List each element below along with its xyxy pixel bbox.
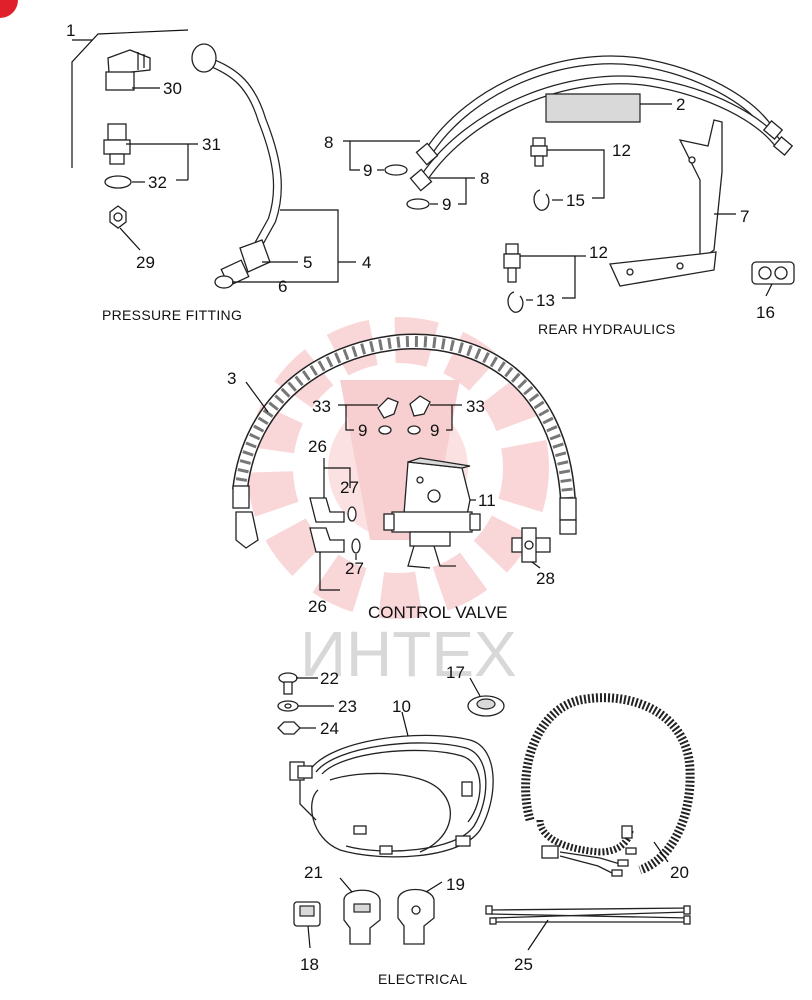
o-ring-27a bbox=[347, 506, 357, 522]
callout-9a: 9 bbox=[363, 161, 372, 180]
callout-22: 22 bbox=[320, 669, 339, 688]
callout-10: 10 bbox=[392, 697, 411, 716]
callout-27b: 27 bbox=[345, 559, 364, 578]
callout-8a: 8 bbox=[324, 133, 333, 152]
callout-8b: 8 bbox=[480, 169, 489, 188]
callout-2: 2 bbox=[676, 95, 685, 114]
wire-harness-10 bbox=[289, 734, 494, 858]
callout-25: 25 bbox=[514, 955, 533, 974]
control-valve-11 bbox=[383, 457, 481, 569]
retaining-ring-15 bbox=[533, 189, 550, 211]
callout-1: 1 bbox=[66, 21, 75, 40]
corner-badge bbox=[0, 0, 18, 18]
callout-33b: 33 bbox=[466, 397, 485, 416]
callout-33a: 33 bbox=[312, 397, 331, 416]
elbow-33a bbox=[377, 397, 399, 419]
elbow-fitting-30 bbox=[105, 49, 151, 91]
callout-21: 21 bbox=[304, 863, 323, 882]
callout-12a: 12 bbox=[612, 141, 631, 160]
callout-32: 32 bbox=[148, 173, 167, 192]
callout-28: 28 bbox=[536, 569, 555, 588]
callout-5: 5 bbox=[303, 253, 312, 272]
callout-18: 18 bbox=[300, 955, 319, 974]
watermark-text: ИНТЕХ bbox=[300, 618, 517, 690]
screw-22 bbox=[278, 672, 298, 695]
coiled-harness-20 bbox=[521, 693, 695, 877]
callout-30: 30 bbox=[163, 79, 182, 98]
section-pressure-fitting: PRESSURE FITTING bbox=[102, 307, 242, 323]
connector-21 bbox=[343, 889, 381, 945]
callout-24: 24 bbox=[320, 719, 339, 738]
callout-4: 4 bbox=[362, 253, 371, 272]
callout-17: 17 bbox=[446, 663, 465, 682]
callout-31: 31 bbox=[202, 135, 221, 154]
callout-9b: 9 bbox=[442, 195, 451, 214]
coupler-12b bbox=[503, 243, 521, 283]
callout-23: 23 bbox=[338, 697, 357, 716]
callout-7: 7 bbox=[740, 207, 749, 226]
adapter-fitting-31 bbox=[103, 123, 131, 165]
grommet-17 bbox=[467, 695, 505, 717]
callout-20: 20 bbox=[670, 863, 689, 882]
o-ring-9b bbox=[406, 198, 430, 210]
bracket-7 bbox=[609, 119, 723, 287]
callout-9d: 9 bbox=[430, 421, 439, 440]
o-ring-9a bbox=[384, 164, 408, 176]
callout-13: 13 bbox=[536, 291, 555, 310]
pressure-tube-4 bbox=[191, 43, 282, 289]
tee-fitting-28 bbox=[511, 527, 551, 563]
callout-26b: 26 bbox=[308, 597, 327, 616]
callout-26a: 26 bbox=[308, 437, 327, 456]
callout-9c: 9 bbox=[358, 421, 367, 440]
decal-2 bbox=[545, 93, 641, 123]
callout-3: 3 bbox=[227, 369, 236, 388]
connector-18 bbox=[293, 901, 321, 927]
plug-16 bbox=[751, 261, 795, 285]
nut-24 bbox=[277, 721, 301, 735]
rear-hydraulics-group: 8 9 8 9 2 12 15 12 bbox=[324, 55, 795, 337]
o-ring-27b bbox=[351, 538, 361, 554]
callout-11: 11 bbox=[478, 491, 496, 510]
callout-29: 29 bbox=[136, 253, 155, 272]
section-electrical: ELECTRICAL bbox=[378, 971, 467, 987]
callout-6: 6 bbox=[278, 277, 287, 296]
elbow-26a bbox=[309, 497, 345, 523]
coupler-12a bbox=[530, 137, 548, 167]
elbow-26b bbox=[309, 527, 345, 553]
cable-ties-25 bbox=[485, 905, 691, 925]
o-ring-32 bbox=[104, 175, 132, 189]
callout-15: 15 bbox=[566, 191, 585, 210]
callout-12b: 12 bbox=[589, 243, 608, 262]
section-control-valve: CONTROL VALVE bbox=[368, 603, 508, 622]
nut-29 bbox=[109, 205, 127, 229]
control-valve-group: 3 33 9 33 9 26 27 27 26 bbox=[227, 333, 577, 622]
electrical-group: 22 23 24 17 10 bbox=[277, 663, 695, 987]
retaining-ring-13 bbox=[507, 291, 524, 313]
connector-19 bbox=[397, 888, 435, 945]
callout-19: 19 bbox=[446, 875, 465, 894]
section-rear-hydraulics: REAR HYDRAULICS bbox=[538, 321, 676, 337]
pressure-fitting-group: 1 30 31 32 29 bbox=[66, 21, 371, 323]
callout-16: 16 bbox=[756, 303, 775, 322]
callout-27a: 27 bbox=[340, 478, 359, 497]
elbow-33b bbox=[409, 395, 431, 417]
braided-hose-3 bbox=[232, 333, 577, 549]
